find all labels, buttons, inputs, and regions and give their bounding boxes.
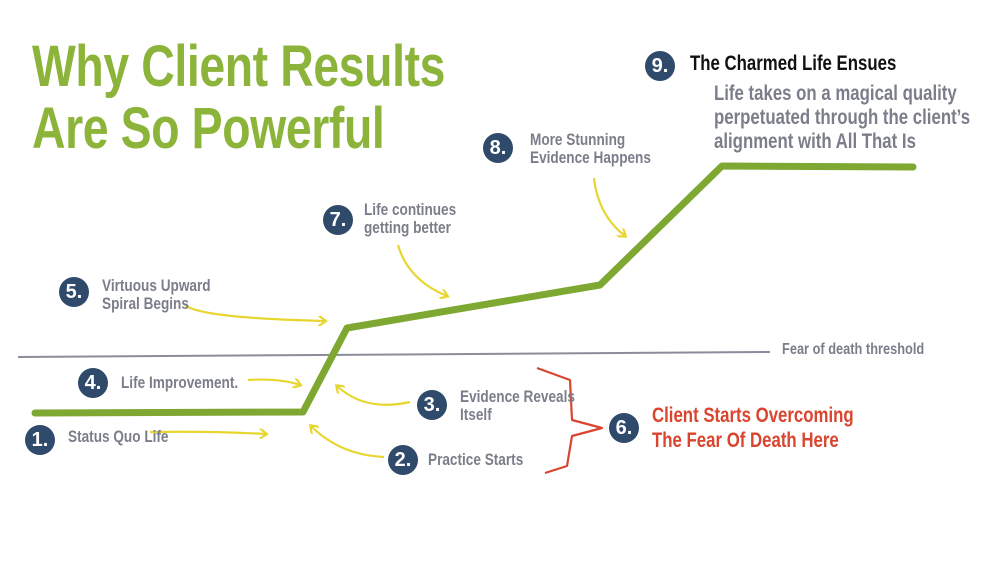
threshold-label: Fear of death threshold — [782, 341, 925, 358]
step-2-label: Practice Starts — [428, 450, 524, 469]
arrow-7 — [396, 244, 447, 296]
step-2-badge: 2. — [388, 445, 418, 475]
arrow-8 — [592, 177, 625, 236]
title-line-2: Are So Powerful — [32, 96, 385, 161]
step-5-label-2: Spiral Begins — [102, 294, 189, 313]
step-9-description-3: alignment with All That Is — [714, 130, 916, 153]
step-9-description-1: Life takes on a magical quality — [714, 82, 957, 105]
step-6-label-2: The Fear Of Death Here — [652, 429, 839, 452]
step-9-description-2: perpetuated through the client’s — [714, 106, 971, 129]
step-5-label-1: Virtuous Upward — [102, 276, 211, 295]
step-7-label-2: getting better — [364, 218, 451, 237]
step-5-badge: 5. — [59, 277, 89, 307]
step-6-badge: 6. — [609, 413, 639, 443]
bracket — [536, 366, 604, 475]
step-1-badge: 1. — [25, 425, 55, 455]
step-4-label: Life Improvement. — [121, 373, 239, 392]
title-line-1: Why Client Results — [32, 34, 446, 99]
arrow-3 — [337, 386, 411, 406]
arrow-4 — [247, 380, 300, 385]
arrow-5 — [184, 304, 325, 321]
step-8-label-2: Evidence Happens — [530, 148, 651, 167]
step-9-badge: 9. — [645, 51, 675, 81]
step-7-label-1: Life continues — [364, 200, 457, 219]
step-3-badge: 3. — [417, 390, 447, 420]
arrow-1 — [149, 432, 266, 434]
progress-line — [31, 162, 917, 417]
step-8-badge: 8. — [483, 133, 513, 163]
step-3-label-1: Evidence Reveals — [460, 387, 575, 406]
step-6-label-1: Client Starts Overcoming — [652, 404, 854, 427]
step-8-label-1: More Stunning — [530, 130, 626, 149]
step-7-badge: 7. — [323, 205, 353, 235]
step-4-badge: 4. — [78, 368, 108, 398]
fear-threshold-line — [17, 351, 771, 358]
step-1-label: Status Quo Life — [68, 427, 169, 446]
step-3-label-2: Itself — [460, 405, 492, 424]
arrow-2 — [311, 426, 385, 459]
step-9-label: The Charmed Life Ensues — [690, 52, 897, 75]
